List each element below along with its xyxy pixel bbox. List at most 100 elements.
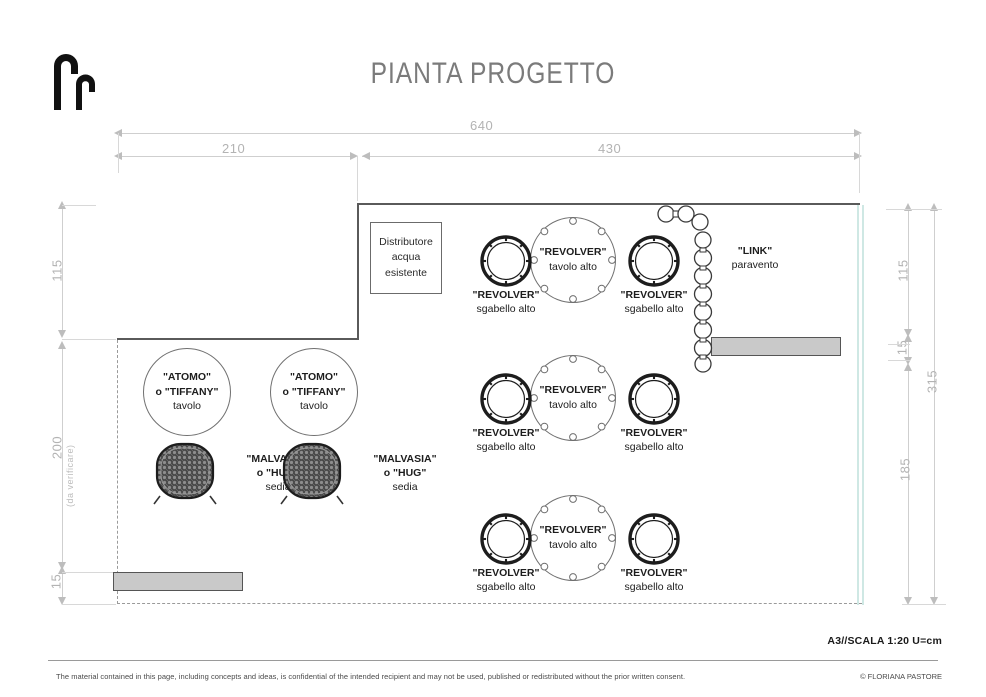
link-type: paravento [731, 259, 779, 272]
page-title: PIANTA PROGETTO [370, 57, 616, 90]
boundary-dashed-bottom [117, 603, 862, 604]
water-dispenser-line2: acqua [391, 251, 421, 264]
atomo-table-2-alt: o "TIFFANY" [282, 385, 346, 398]
dim-15-left-line [62, 572, 63, 602]
dim-200-label: 200 [49, 435, 65, 460]
dim-right-tick-bottom [902, 604, 946, 605]
dim-200-line [62, 345, 63, 567]
dim-430-label: 430 [598, 141, 622, 156]
dim-185-line [908, 368, 909, 602]
dim-200-arrow-top [58, 341, 66, 349]
atomo-table-1-name: "ATOMO" [162, 370, 212, 383]
dim-185-arrow-bottom [904, 597, 912, 605]
revolver-stool-3-right [628, 513, 680, 565]
stool-type: sgabello alto [624, 303, 684, 316]
stool-name: "REVOLVER" [620, 427, 688, 439]
dim-right-tick-top [886, 209, 942, 210]
atomo-table-2: "ATOMO" o "TIFFANY" tavolo [270, 348, 358, 436]
link-name: "LINK" [737, 245, 773, 257]
atomo-table-2-type: tavolo [299, 400, 329, 413]
dim-left-tick-low [62, 572, 116, 573]
dim-315-line [934, 209, 935, 602]
revolver-stool-2-right [628, 373, 680, 425]
atomo-table-1-type: tavolo [172, 400, 202, 413]
malvasia-alt: o "HUG" [383, 467, 427, 480]
dim-115-right-arrow-top [904, 203, 912, 211]
dim-115-right-line [908, 209, 909, 334]
dim-ext-tick-right [859, 133, 860, 193]
dim-right-tick-b [888, 360, 910, 361]
dim-210-line [118, 156, 356, 157]
glass-wall-outer [857, 205, 859, 605]
revolver-stool-1-right [628, 235, 680, 287]
floor-plan-drawing: 640 210 430 115 200 (da verificare) 15 1… [48, 118, 946, 605]
dim-115-right-arrow-bottom [904, 329, 912, 337]
dim-185-label: 185 [897, 457, 913, 482]
water-dispenser-line1: Distributore [379, 236, 433, 249]
revolver-table-3-type: tavolo alto [549, 539, 597, 551]
revolver-stool-3-left-label: "REVOLVER" sgabello alto [453, 566, 559, 594]
stool-name: "REVOLVER" [620, 289, 688, 301]
malvasia-chair-1 [153, 442, 217, 505]
revolver-table-2-legs [530, 355, 616, 441]
revolver-stool-2-left-label: "REVOLVER" sgabello alto [453, 426, 559, 454]
revolver-table-1-legs [530, 217, 616, 303]
dim-115-left-line [62, 205, 63, 335]
stool-name: "REVOLVER" [472, 289, 540, 301]
dim-640-arrow-right [854, 129, 862, 137]
stool-type: sgabello alto [476, 303, 536, 316]
revolver-table-2-type: tavolo alto [549, 399, 597, 411]
stool-type: sgabello alto [624, 581, 684, 594]
revolver-stool-2-left [480, 373, 532, 425]
dim-185-arrow-top [904, 363, 912, 371]
malvasia-chair-2 [280, 442, 344, 505]
dim-430-line [362, 156, 860, 157]
malvasia-chair-2-label: "MALVASIA" o "HUG" sedia [349, 452, 461, 495]
dim-430-arrow-right [854, 152, 862, 160]
dim-15-left-label: 15 [48, 573, 64, 590]
revolver-stool-3-right-label: "REVOLVER" sgabello alto [601, 566, 707, 594]
wall-top [357, 203, 860, 205]
dim-15-right-arrow-top [904, 334, 912, 342]
atomo-table-1-alt: o "TIFFANY" [155, 385, 219, 398]
atomo-table-1: "ATOMO" o "TIFFANY" tavolo [143, 348, 231, 436]
dim-315-label: 315 [924, 369, 940, 394]
link-paravento-shape [657, 205, 713, 373]
dim-115-right-label: 115 [895, 259, 911, 282]
glass-wall-inner [862, 205, 864, 605]
dim-15-right-line [908, 340, 909, 362]
footer-divider [48, 660, 938, 661]
revolver-stool-1-right-label: "REVOLVER" sgabello alto [601, 288, 707, 316]
water-dispenser-box: Distributore acqua esistente [370, 222, 442, 294]
revolver-table-3-legs [530, 495, 616, 581]
dim-15-left-arrow-bottom [58, 597, 66, 605]
revolver-stool-2-right-label: "REVOLVER" sgabello alto [601, 426, 707, 454]
stool-type: sgabello alto [476, 581, 536, 594]
dim-left-tick-bottom [62, 604, 116, 605]
scale-note: A3//SCALA 1:20 U=cm [827, 635, 942, 647]
revolver-table-1-type: tavolo alto [549, 261, 597, 273]
stool-type: sgabello alto [624, 441, 684, 454]
stool-type: sgabello alto [476, 441, 536, 454]
footer-copyright: © FLORIANA PASTORE [860, 672, 942, 681]
dim-430-arrow-left [362, 152, 370, 160]
brand-logo [48, 48, 110, 110]
dim-115-left-arrow-bottom [58, 330, 66, 338]
dim-15-right-arrow-bottom [904, 357, 912, 365]
dim-115-left-label: 115 [49, 259, 65, 282]
malvasia-type: sedia [392, 481, 418, 494]
stool-name: "REVOLVER" [620, 567, 688, 579]
link-label-block: "LINK" paravento [700, 244, 810, 272]
dim-ext-tick-left [118, 133, 119, 173]
dim-210-arrow-right [350, 152, 358, 160]
water-dispenser-line3: esistente [384, 266, 428, 279]
dim-640-line [118, 133, 860, 134]
grey-bar-right [711, 337, 841, 356]
revolver-table-1-name: "REVOLVER" [539, 246, 607, 259]
footer-disclaimer: The material contained in this page, inc… [56, 672, 686, 681]
revolver-table-3-name: "REVOLVER" [539, 524, 607, 537]
dim-15-right-label: 15 [894, 339, 910, 356]
atomo-table-2-name: "ATOMO" [289, 370, 339, 383]
dim-left-tick-top [62, 205, 96, 206]
dim-right-tick-a [888, 344, 910, 345]
